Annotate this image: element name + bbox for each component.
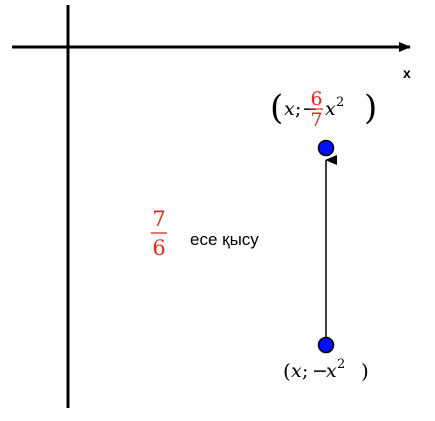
top-minus: − [302, 98, 318, 120]
bottom-point-label: ( x ; − x 2 ) [283, 357, 369, 383]
top-exp: 2 [336, 95, 344, 110]
top-frac-den: 7 [310, 109, 322, 131]
bottom-exp: 2 [337, 357, 345, 372]
bottom-base: x [326, 360, 337, 382]
bottom-minus: − [312, 360, 328, 382]
bottom-close-paren: ) [361, 359, 369, 383]
top-sep: ; [295, 98, 301, 120]
top-close-paren: ) [364, 88, 377, 128]
factor-num: 7 [152, 207, 165, 231]
top-frac-num: 6 [310, 88, 322, 110]
compression-caption: есе қысу [190, 230, 259, 249]
top-point-label: ( x ; − 6 7 x 2 ) [270, 88, 377, 131]
bottom-sep: ; [302, 360, 308, 382]
top-base: x [325, 98, 336, 120]
compression-factor: 7 6 [151, 207, 167, 260]
top-open-paren: ( [270, 88, 283, 128]
x-axis-label: x [403, 65, 411, 81]
bottom-open-paren: ( [283, 359, 291, 383]
top-point [317, 139, 335, 157]
bottom-point [317, 336, 335, 354]
factor-den: 6 [152, 236, 165, 260]
top-var: x [284, 98, 295, 120]
bottom-var: x [291, 360, 302, 382]
